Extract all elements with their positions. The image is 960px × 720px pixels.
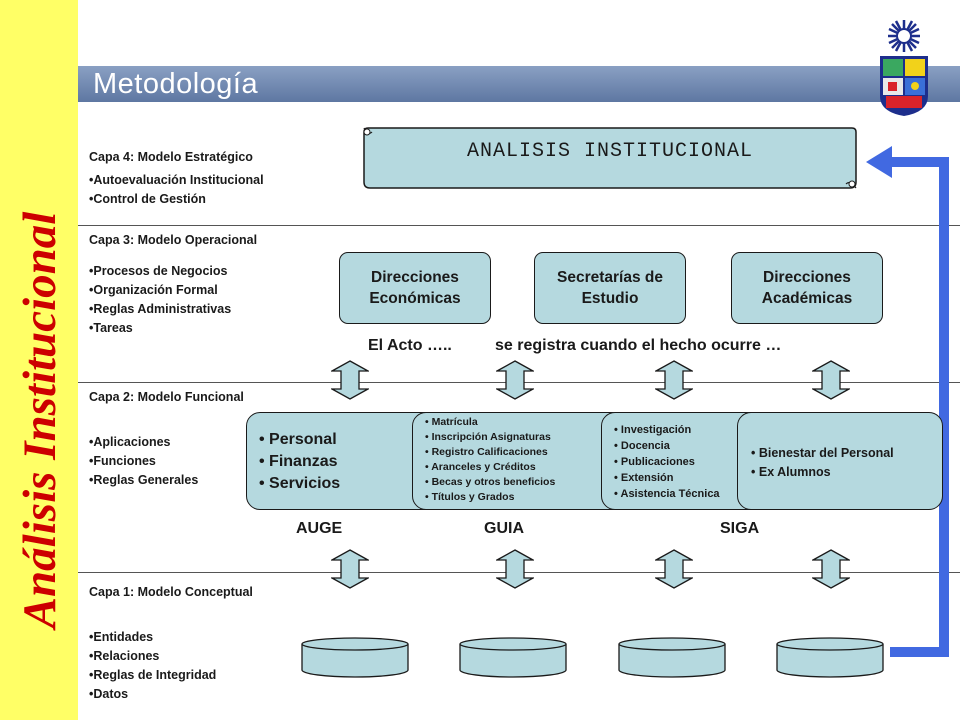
guia-item: Inscripción Asignaturas bbox=[425, 430, 555, 445]
layer-3-block: Capa 3: Modelo Operacional •Procesos de … bbox=[89, 231, 257, 338]
banner-scroll bbox=[363, 127, 857, 189]
left-sidebar bbox=[0, 0, 78, 720]
banner-label: ANALISIS INSTITUCIONAL bbox=[466, 140, 754, 163]
layer-2-item: •Aplicaciones bbox=[89, 435, 171, 449]
siga2-list: Bienestar del Personal Ex Alumnos bbox=[751, 444, 894, 482]
siga1-item: Docencia bbox=[614, 438, 720, 454]
layer-1-item: •Relaciones bbox=[89, 649, 160, 663]
guia-item: Aranceles y Créditos bbox=[425, 460, 555, 475]
layer-divider bbox=[78, 225, 960, 226]
layer-4-item: •Control de Gestión bbox=[89, 192, 206, 206]
layer-3-item: •Procesos de Negocios bbox=[89, 264, 228, 278]
siga2-item: Bienestar del Personal bbox=[751, 444, 894, 463]
acto-text-2: se registra cuando el hecho ocurre … bbox=[495, 337, 782, 354]
auge-item: Servicios bbox=[259, 473, 340, 495]
double-arrow-icon bbox=[655, 549, 693, 589]
guia-item: Matrícula bbox=[425, 415, 555, 430]
side-title: Análisis Institucional bbox=[14, 211, 66, 629]
layer-4-item: •Autoevaluación Institucional bbox=[89, 173, 264, 187]
guia-item: Becas y otros beneficios bbox=[425, 475, 556, 490]
university-crest-icon bbox=[880, 20, 928, 116]
layer-2-item: •Reglas Generales bbox=[89, 473, 199, 487]
direction-line: Estudio bbox=[581, 290, 639, 307]
guia-list: Matrícula Inscripción Asignaturas Regist… bbox=[425, 415, 555, 505]
siga1-item: Extensión bbox=[614, 470, 720, 486]
database-cylinder-icon bbox=[618, 637, 726, 678]
siga2-item: Ex Alumnos bbox=[751, 463, 894, 482]
layer-3-item: •Reglas Administrativas bbox=[89, 302, 232, 316]
feedback-arrow-icon bbox=[866, 146, 949, 657]
double-arrow-icon bbox=[812, 360, 850, 400]
layer-2-item: •Funciones bbox=[89, 454, 156, 468]
direction-line: Secretarías de bbox=[557, 269, 663, 286]
system-label-siga: SIGA bbox=[720, 520, 760, 537]
double-arrow-icon bbox=[496, 549, 534, 589]
double-arrow-icon bbox=[496, 360, 534, 400]
page-title: Metodología bbox=[93, 68, 259, 100]
guia-item: Títulos y Grados bbox=[425, 490, 555, 505]
layer-4-block: Capa 4: Modelo Estratégico •Autoevaluaci… bbox=[89, 148, 264, 209]
double-arrow-icon bbox=[655, 360, 693, 400]
layer-3-title: Capa 3: Modelo Operacional bbox=[89, 233, 258, 247]
system-label-guia: GUIA bbox=[484, 520, 524, 537]
auge-list: Personal Finanzas Servicios bbox=[259, 429, 340, 495]
guia-item: Registro Calificaciones bbox=[425, 445, 555, 460]
auge-item: Finanzas bbox=[259, 451, 340, 473]
double-arrow-icon bbox=[331, 549, 369, 589]
siga1-item: Investigación bbox=[614, 422, 720, 438]
layer-1-item: •Entidades bbox=[89, 630, 154, 644]
direction-line: Direcciones bbox=[371, 269, 459, 286]
layer-1-item: •Reglas de Integridad bbox=[89, 668, 217, 682]
layer-4-title: Capa 4: Modelo Estratégico bbox=[89, 150, 253, 164]
layer-1-block: Capa 1: Modelo Conceptual •Entidades •Re… bbox=[89, 583, 253, 704]
database-cylinder-icon bbox=[776, 637, 884, 678]
database-cylinder-icon bbox=[459, 637, 567, 678]
layer-3-item: •Organización Formal bbox=[89, 283, 218, 297]
direction-line: Económicas bbox=[369, 290, 461, 307]
auge-item: Personal bbox=[259, 429, 340, 451]
system-label-auge: AUGE bbox=[296, 520, 343, 537]
double-arrow-icon bbox=[812, 549, 850, 589]
siga1-list: Investigación Docencia Publicaciones Ext… bbox=[614, 422, 720, 502]
database-cylinder-icon bbox=[301, 637, 409, 678]
direction-line: Direcciones bbox=[763, 269, 851, 286]
layer-3-item: •Tareas bbox=[89, 321, 133, 335]
direction-box-secretarias: Secretarías de Estudio bbox=[534, 252, 686, 324]
layer-2-block: Capa 2: Modelo Funcional •Aplicaciones •… bbox=[89, 388, 244, 490]
direction-line: Académicas bbox=[761, 290, 853, 307]
layer-1-title: Capa 1: Modelo Conceptual bbox=[89, 585, 253, 599]
layer-2-title: Capa 2: Modelo Funcional bbox=[89, 390, 244, 404]
siga1-item: Publicaciones bbox=[614, 454, 720, 470]
double-arrow-icon bbox=[331, 360, 369, 400]
title-bar bbox=[78, 66, 960, 102]
layer-1-item: •Datos bbox=[89, 687, 129, 701]
acto-text-1: El Acto ….. bbox=[368, 337, 452, 354]
siga1-item: Asistencia Técnica bbox=[614, 486, 720, 502]
